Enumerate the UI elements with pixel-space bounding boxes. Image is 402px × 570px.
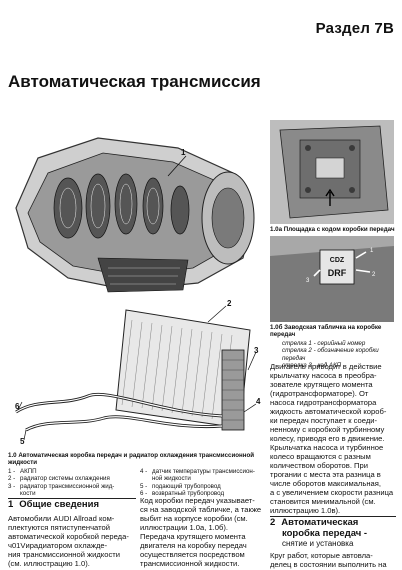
figure-1b-caption: 1.0б Заводская табличка на коробке перед… [270, 324, 382, 339]
section-1-text-col1: Автомобили AUDI Allroad ком- плектуются … [8, 514, 129, 568]
page-title: Автоматическая трансмиссия [8, 72, 261, 91]
section-1-rule [8, 498, 136, 499]
label-2: 2 [227, 299, 232, 308]
radiator-illustration [8, 300, 270, 448]
section-label: Раздел 7B [315, 20, 394, 37]
arrow-3-num: 3 [306, 278, 310, 284]
label-3: 3 [254, 346, 259, 355]
section-2-rule [270, 516, 396, 517]
figure-1-caption: 1.0 Автоматическая коробка передач и рад… [8, 452, 255, 467]
plate-text-top: CDZ [330, 257, 345, 264]
right-column-text: Двигатель приводит в действие крыльчатку… [270, 362, 394, 515]
section-2-text: Круг работ, которые автовла- делец в сос… [270, 551, 387, 569]
nameplate-photo: CDZ DRF 1 2 3 [270, 236, 394, 322]
figure-1b-arrows: стрелка 1 - серийный номер стрелка 2 - о… [282, 340, 379, 369]
figure-1a-caption: 1.0а Площадка с кодом коробки передач [270, 226, 395, 233]
label-4: 4 [256, 397, 261, 406]
transmission-illustration [8, 118, 270, 304]
gearbox-code-photo [270, 120, 394, 224]
legend-left: 1 -АКПП 2 -радиатор системы охлаждения 3… [8, 468, 115, 497]
label-5: 5 [20, 437, 25, 446]
arrow-1-num: 1 [370, 248, 374, 254]
label-1: 1 [181, 148, 186, 157]
plate-text-mid: DRF [328, 268, 347, 278]
section-1-text-col2: Код коробки передач указывает- ся на зав… [140, 496, 262, 568]
arrow-2-num: 2 [372, 272, 376, 278]
label-6: 6 [15, 402, 20, 411]
legend-right: 4 -датчик температуры трансмиссион- ной … [140, 468, 255, 497]
